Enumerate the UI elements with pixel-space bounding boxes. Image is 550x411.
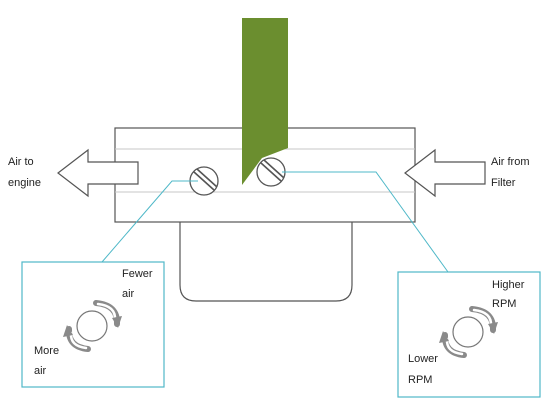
air-from-filter-arrow-icon — [404, 148, 486, 198]
left-rotation-arrows-icon — [63, 300, 122, 352]
air-to-engine-label: Air to engine — [8, 156, 41, 189]
higher-rpm-label: Higher RPM — [492, 279, 527, 310]
left-callout-leader — [101, 180, 198, 263]
left-valve-icon — [189, 166, 219, 196]
lower-chamber — [179, 222, 353, 302]
fewer-air-label: Fewer air — [122, 268, 156, 300]
lower-rpm-label: Lower RPM — [408, 353, 441, 386]
right-valve-icon — [256, 157, 286, 187]
more-air-label: More air — [34, 345, 62, 377]
right-callout-leader — [282, 171, 449, 273]
air-from-filter-label: Air from Filter — [491, 156, 533, 189]
right-rotation-arrows-icon — [439, 306, 498, 358]
air-to-engine-arrow-icon — [57, 148, 139, 198]
throttle-cable — [242, 18, 288, 185]
